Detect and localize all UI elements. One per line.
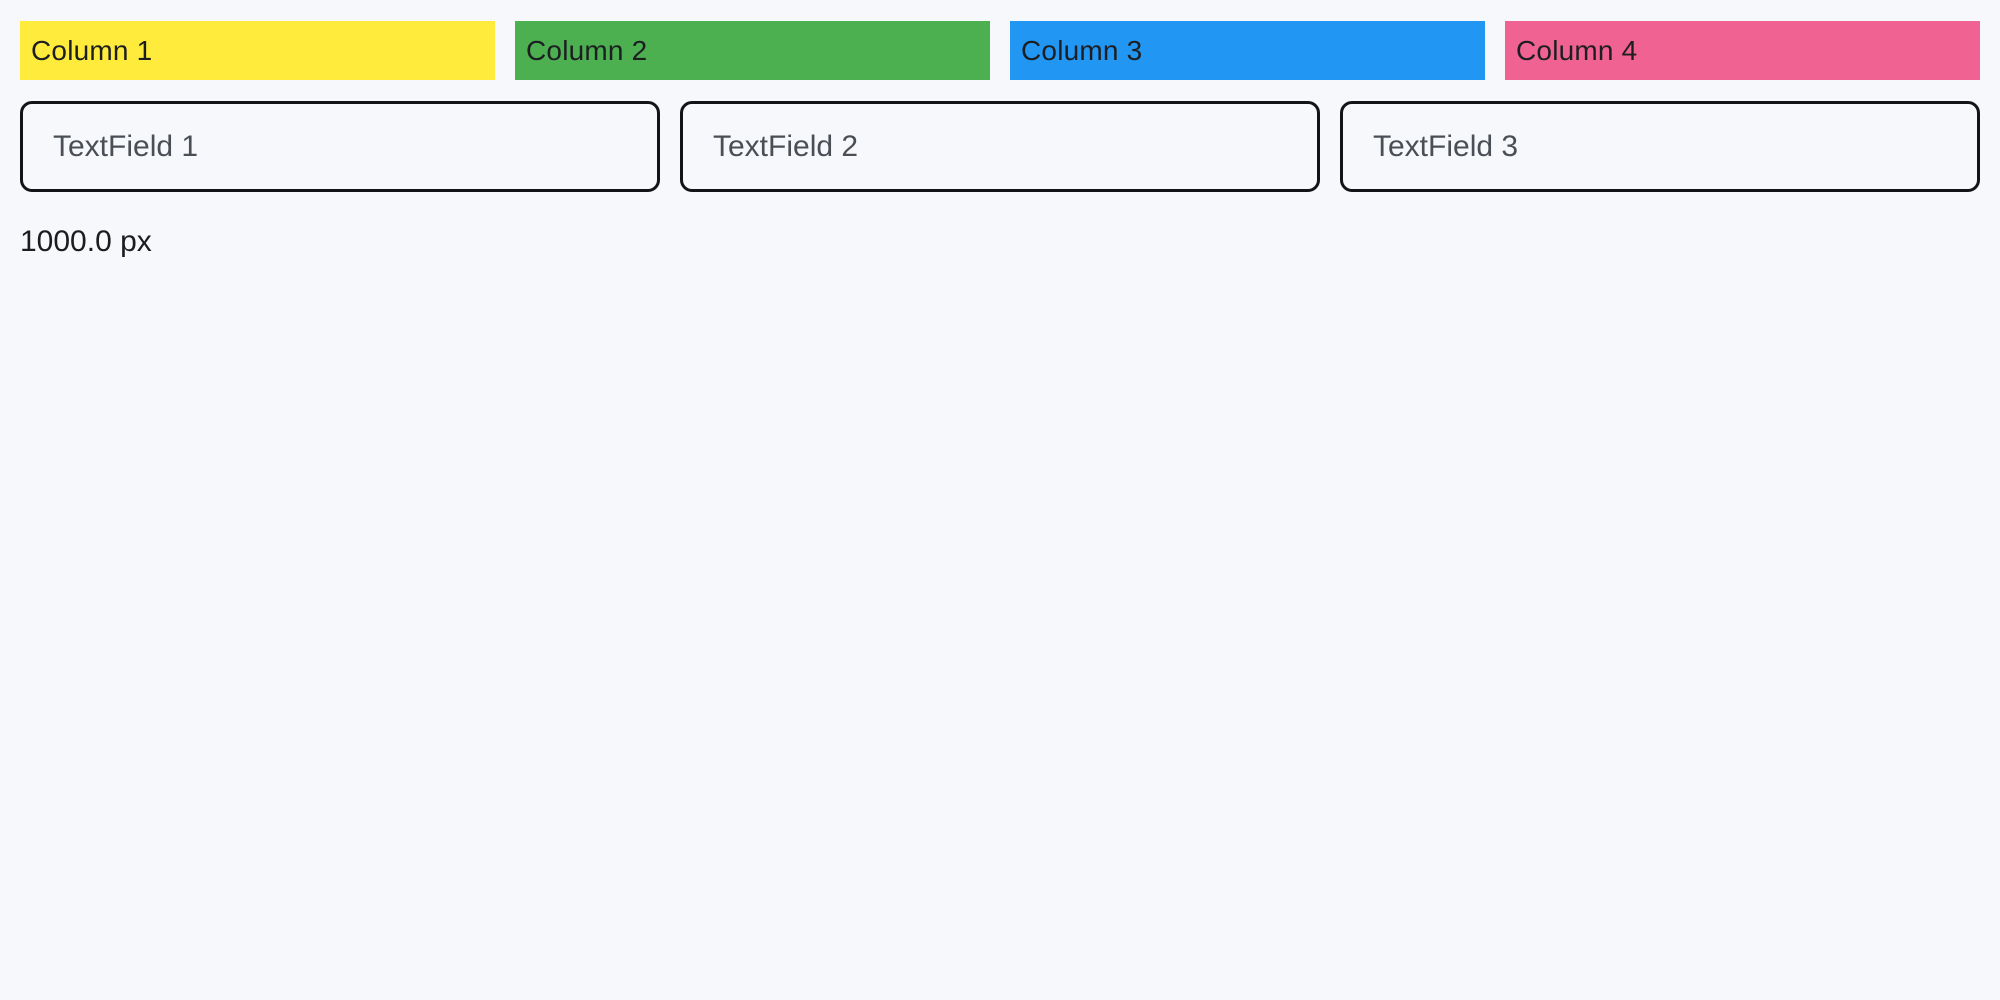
column-4-label: Column 4 bbox=[1516, 34, 1638, 66]
textfields-row bbox=[0, 101, 2000, 192]
column-bar-1: Column 1 bbox=[20, 21, 495, 80]
column-bar-2: Column 2 bbox=[515, 21, 990, 80]
column-2-label: Column 2 bbox=[526, 34, 648, 66]
column-1-label: Column 1 bbox=[31, 34, 153, 66]
textfield-2[interactable] bbox=[680, 101, 1320, 192]
width-indicator-label: 1000.0 px bbox=[20, 225, 152, 258]
textfield-1[interactable] bbox=[20, 101, 660, 192]
column-3-label: Column 3 bbox=[1021, 34, 1143, 66]
columns-row: Column 1 Column 2 Column 3 Column 4 bbox=[0, 21, 2000, 80]
column-bar-3: Column 3 bbox=[1010, 21, 1485, 80]
textfield-3[interactable] bbox=[1340, 101, 1980, 192]
column-bar-4: Column 4 bbox=[1505, 21, 1980, 80]
